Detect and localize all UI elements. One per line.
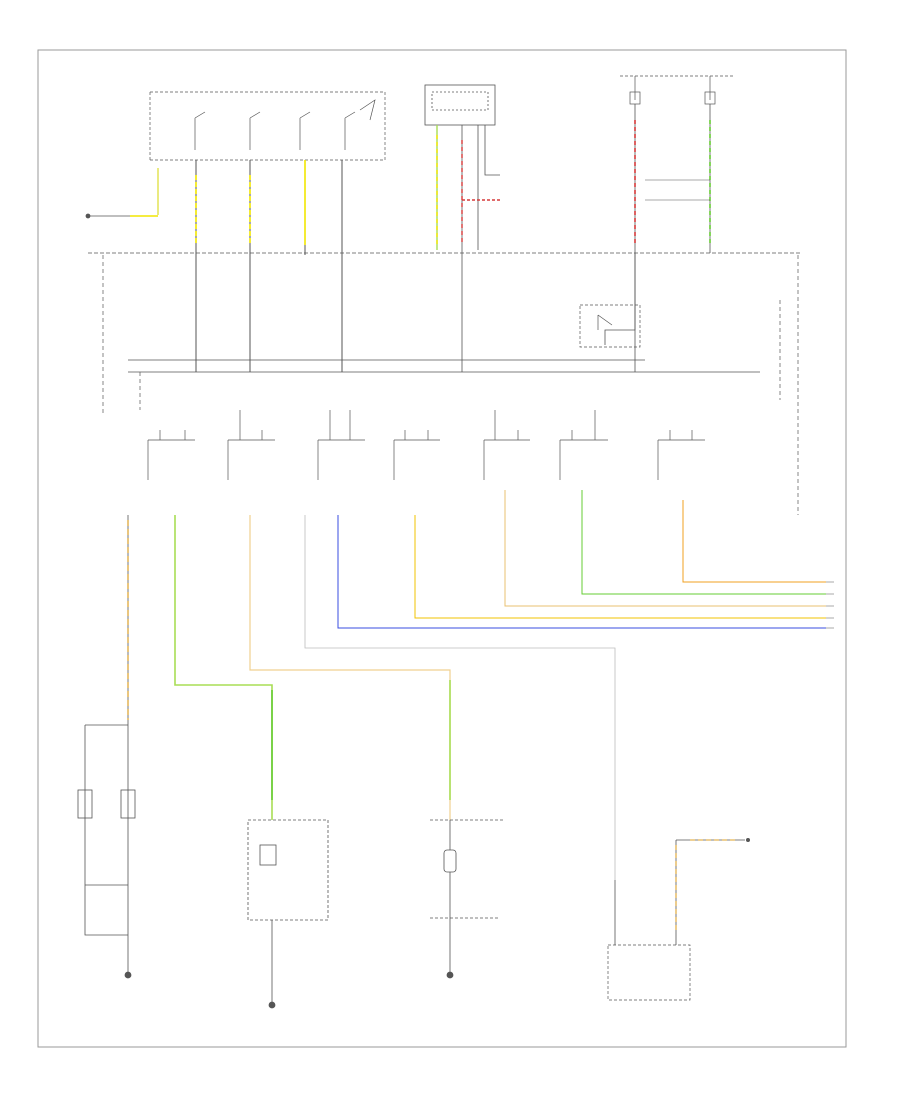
right-tail-lamp — [247, 819, 329, 1009]
bus-out-connectors — [826, 581, 834, 629]
left-tail-lamp — [430, 819, 505, 979]
license-lamp — [607, 838, 750, 1001]
diagram-frame — [37, 49, 847, 1048]
lamp-modules — [147, 410, 705, 480]
fuse-block — [620, 75, 735, 105]
mid-bus — [128, 359, 760, 373]
center-module — [424, 84, 496, 126]
switch-assembly — [149, 91, 386, 161]
left-ground — [85, 213, 158, 219]
left-bulb-cluster — [77, 724, 136, 979]
relay-switch — [579, 304, 641, 348]
right-boundary — [779, 255, 799, 515]
module-wires — [436, 125, 500, 372]
harness-wires — [127, 490, 826, 975]
fuse-wires — [604, 104, 711, 372]
switch-wires — [157, 160, 343, 372]
